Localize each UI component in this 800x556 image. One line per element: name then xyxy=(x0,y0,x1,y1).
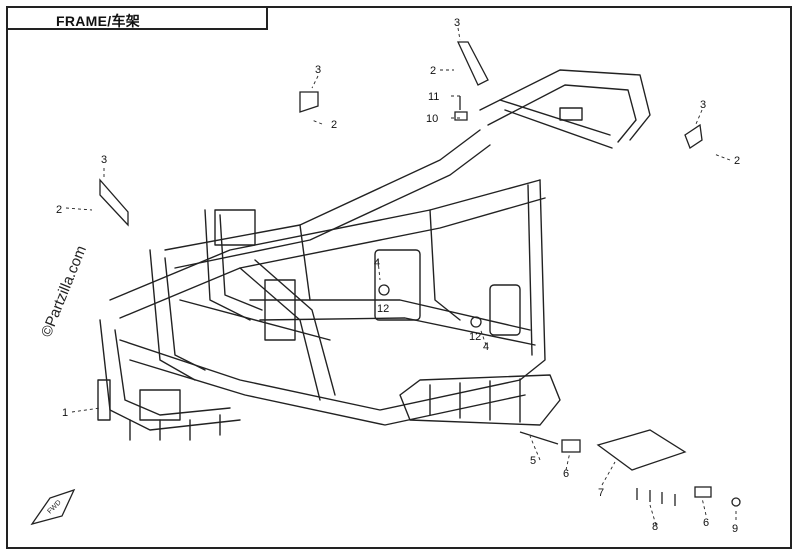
parts-small xyxy=(99,41,741,507)
page-title: FRAME/车架 xyxy=(56,13,141,29)
callout-4-right: 4 xyxy=(483,341,489,353)
callout-7: 7 xyxy=(598,487,604,499)
callout-3-top: 3 xyxy=(454,17,460,29)
callout-2-right: 2 xyxy=(734,155,740,167)
callout-2-top: 2 xyxy=(430,65,436,77)
fwd-arrow-shape xyxy=(30,488,76,526)
callout-12-left: 12 xyxy=(377,303,389,315)
callout-2-left: 2 xyxy=(56,204,62,216)
callout-6-left: 6 xyxy=(563,468,569,480)
bolt-5 xyxy=(519,431,559,445)
callout-8: 8 xyxy=(652,521,658,533)
bracket-7 xyxy=(596,429,687,471)
nut-9 xyxy=(731,497,741,507)
watermark-text: ©Partzilla.com xyxy=(38,243,90,339)
callout-11: 11 xyxy=(428,91,439,103)
washer-12b xyxy=(470,316,482,328)
bracket-3-left xyxy=(99,178,129,227)
callout-3-mid: 3 xyxy=(315,64,321,76)
bracket-3-mid xyxy=(299,91,319,113)
clip-10 xyxy=(454,111,468,121)
leader-lines xyxy=(65,27,737,526)
diagram-border xyxy=(6,6,792,549)
callout-1: 1 xyxy=(62,407,68,419)
callout-2-mid: 2 xyxy=(331,119,337,131)
callout-4-left: 4 xyxy=(374,257,380,269)
bracket-3-right xyxy=(684,123,703,149)
bushing-6-right xyxy=(694,486,712,498)
callout-5: 5 xyxy=(530,455,536,467)
bolts-8 xyxy=(636,488,676,506)
callout-10: 10 xyxy=(426,113,438,125)
callouts: 1 2 2 2 2 3 3 3 3 4 4 5 6 6 7 8 9 10 11 … xyxy=(56,17,740,535)
callout-9: 9 xyxy=(732,523,738,535)
bracket-3-top xyxy=(456,41,489,86)
fwd-arrow: FWD xyxy=(30,488,76,526)
callout-3-right: 3 xyxy=(700,99,706,111)
bushing-6-left xyxy=(561,439,581,453)
title-box xyxy=(6,6,268,30)
frame-drawing xyxy=(97,69,651,441)
callout-3-left: 3 xyxy=(101,154,107,166)
callout-6-right: 6 xyxy=(703,517,709,529)
washer-12a xyxy=(378,284,390,296)
callout-12-right: 12 xyxy=(469,331,481,343)
